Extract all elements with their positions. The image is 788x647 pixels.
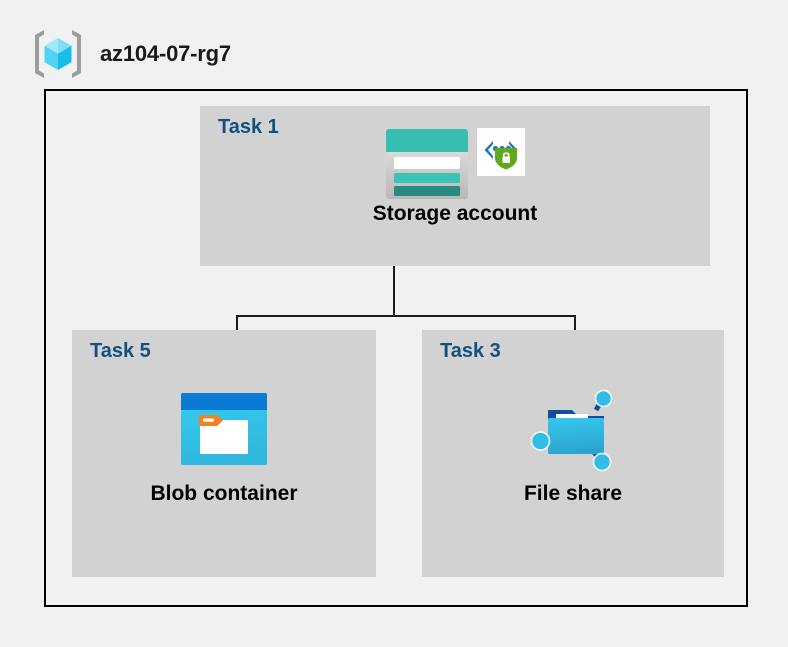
blob-container-icon-group bbox=[180, 392, 268, 471]
resource-group-header: az104-07-rg7 bbox=[30, 26, 231, 82]
panel-task-5: Task 5 bbox=[72, 330, 376, 577]
secure-endpoint-shield-icon bbox=[477, 128, 525, 181]
task-1-label: Task 1 bbox=[218, 116, 279, 138]
task-3-label: Task 3 bbox=[440, 340, 501, 362]
file-share-label: File share bbox=[523, 482, 623, 505]
resource-group-name: az104-07-rg7 bbox=[100, 41, 231, 66]
resource-group-container: Task 1 bbox=[44, 89, 748, 607]
panel-task-1: Task 1 bbox=[200, 106, 710, 266]
blob-container-icon bbox=[180, 393, 268, 470]
connector-horizontal-bar bbox=[236, 315, 576, 317]
storage-account-icon bbox=[385, 128, 469, 205]
blob-container-label: Blob container bbox=[150, 482, 298, 505]
file-share-icon bbox=[526, 389, 620, 476]
task-5-label: Task 5 bbox=[90, 340, 151, 362]
resource-group-cube-icon bbox=[30, 26, 86, 82]
storage-account-label: Storage account bbox=[372, 202, 538, 225]
panel-task-3: Task 3 bbox=[422, 330, 724, 577]
connector-storage-stem bbox=[393, 266, 395, 316]
storage-account-icon-group bbox=[385, 128, 525, 205]
file-share-icon-group bbox=[526, 388, 620, 477]
